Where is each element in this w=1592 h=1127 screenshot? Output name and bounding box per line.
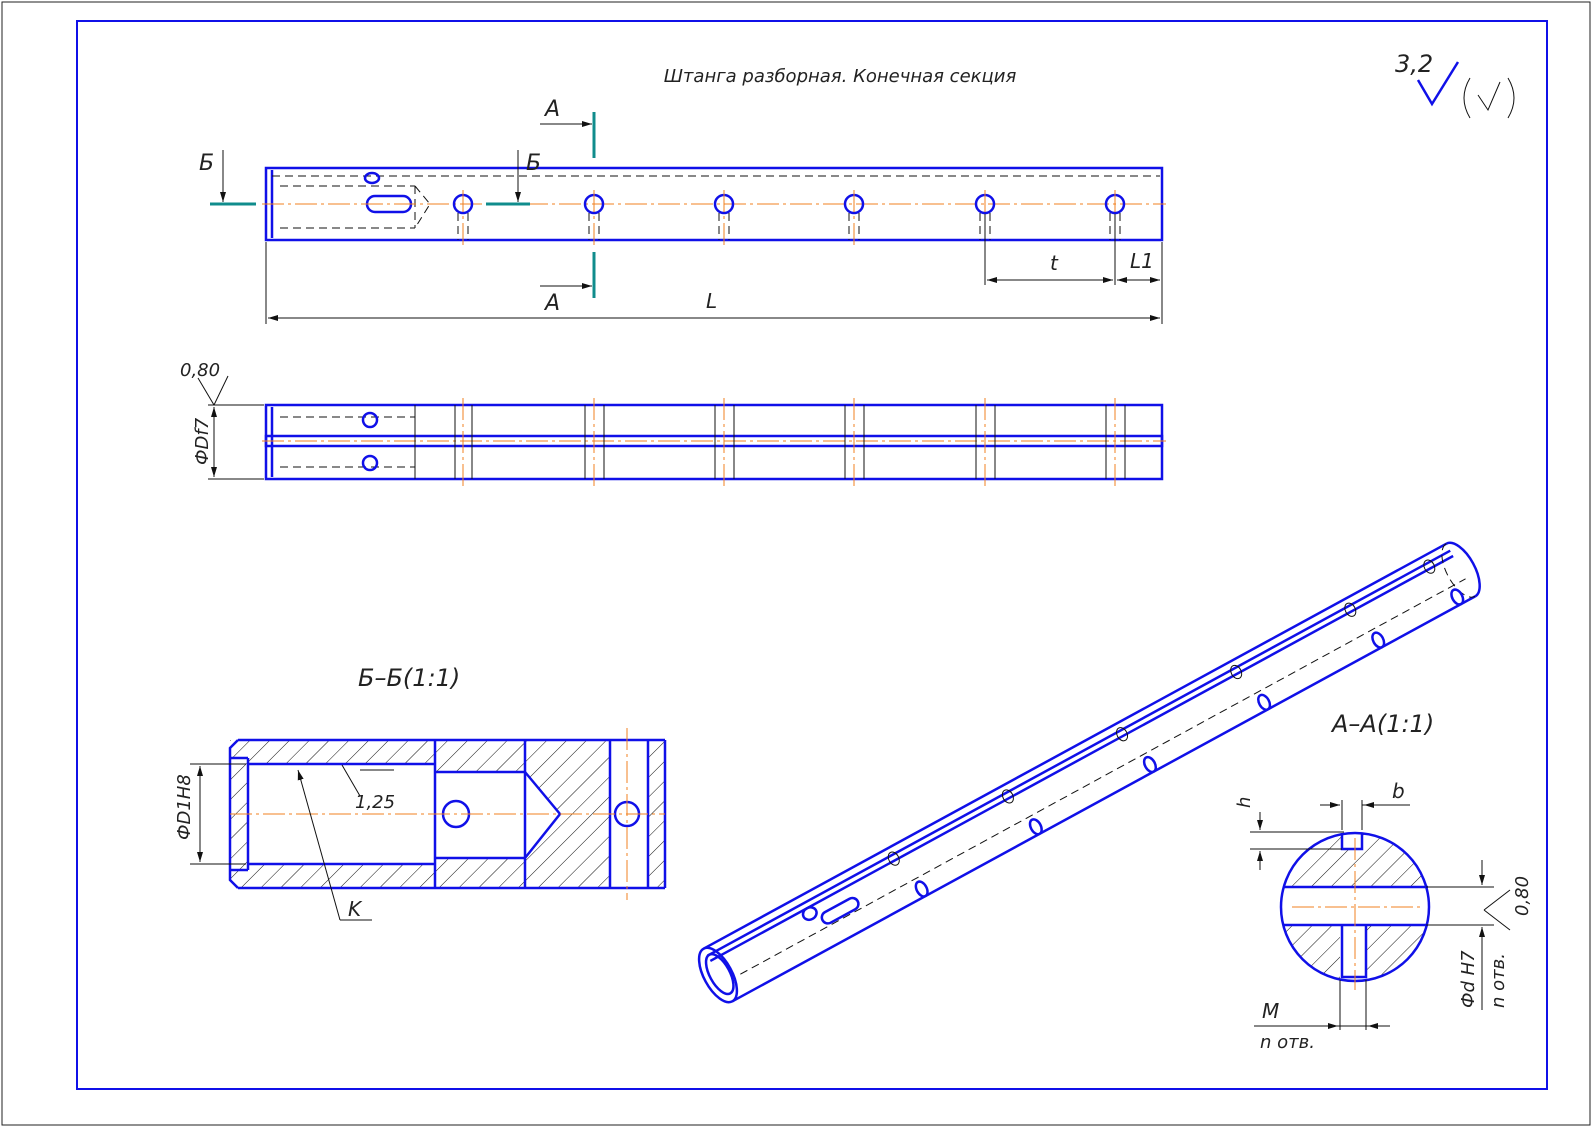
dim-b: b xyxy=(1392,779,1405,803)
dim-k: K xyxy=(348,897,363,921)
dim-aa-runout: 0,80 xyxy=(1512,876,1533,916)
section-bb-title: Б–Б(1:1) xyxy=(358,664,460,692)
roughness-symbol: 3,2 xyxy=(1395,50,1515,119)
dim-diameter: ФDf7 xyxy=(192,417,213,465)
cut-mark-a-bottom: А xyxy=(543,291,560,316)
bore-roughness: 1,25 xyxy=(355,792,395,813)
roughness-value: 3,2 xyxy=(1395,50,1433,78)
dim-m-count: n отв. xyxy=(1260,1032,1315,1053)
drawing-frame xyxy=(76,20,1548,1090)
section-aa: А–А(1:1) h b 0,80 Фd H7 n отв. M n отв. xyxy=(1234,710,1533,1053)
dim-bore-diameter: ФD1H8 xyxy=(174,774,195,840)
dim-hole: Фd H7 xyxy=(1458,950,1479,1008)
dim-h: h xyxy=(1234,797,1255,808)
dim-hole-count: n отв. xyxy=(1488,953,1509,1008)
cut-mark-b-left: Б xyxy=(199,151,214,176)
section-aa-title: А–А(1:1) xyxy=(1330,710,1434,738)
drawing-title: Штанга разборная. Конечная секция xyxy=(664,66,1017,87)
dim-l1: L1 xyxy=(1130,249,1154,273)
front-view: t L1 L А А Б Б xyxy=(199,97,1166,324)
cut-mark-b-right: Б xyxy=(526,151,541,176)
dim-l: L xyxy=(706,289,717,313)
dim-m: M xyxy=(1262,999,1279,1023)
cut-mark-a-top: А xyxy=(543,97,560,122)
dim-t: t xyxy=(1050,251,1059,275)
section-bb: Б–Б(1:1) ФD1H8 1,25 K xyxy=(174,664,667,921)
isometric-view xyxy=(697,541,1481,1004)
dim-runout: 0,80 xyxy=(180,360,220,381)
top-view: 0,80 ФDf7 xyxy=(180,360,1166,486)
